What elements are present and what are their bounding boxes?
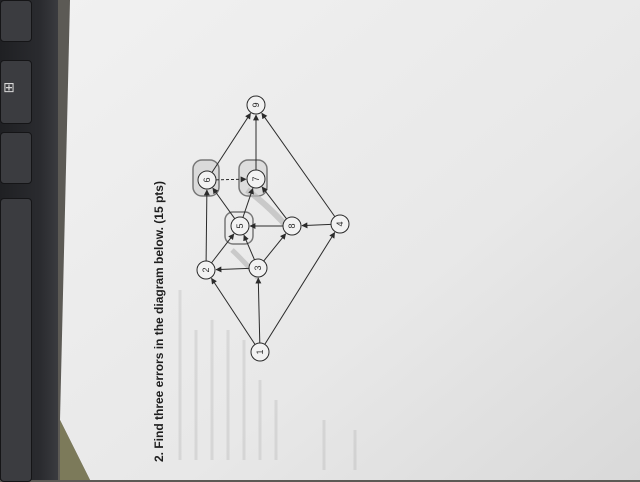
- node-6: 6: [197, 170, 217, 190]
- node-circle: [282, 216, 302, 236]
- node-8: 8: [282, 216, 302, 236]
- edge-6-9: [211, 112, 251, 173]
- node-4: 4: [330, 214, 350, 234]
- edge-6-7: [215, 176, 247, 183]
- edge-2-5: [211, 233, 235, 264]
- edge-1-3: [255, 277, 262, 344]
- question-title: 2. Find three errors in the diagram belo…: [152, 181, 166, 462]
- node-label: 7: [251, 176, 261, 181]
- edge-8-7: [261, 186, 287, 220]
- node-label: 3: [253, 265, 263, 270]
- edge-3-8: [263, 233, 287, 262]
- node-circle: [248, 258, 268, 278]
- node-2: 2: [196, 260, 216, 280]
- node-label: 5: [235, 223, 245, 228]
- node-3: 3: [248, 258, 268, 278]
- keyboard-key: [0, 198, 32, 482]
- paper-sheet: [60, 0, 640, 480]
- node-label: 9: [251, 102, 261, 107]
- node-5: 5: [230, 216, 250, 236]
- edge-3-5: [243, 234, 255, 260]
- graph-nodes: 1 2 3 4 5 6 7 8 9: [196, 95, 350, 362]
- windows-logo-icon: ⊞: [3, 80, 15, 96]
- keyboard-edge: ⊞: [0, 0, 58, 482]
- node-circle: [250, 342, 270, 362]
- node-1: 1: [250, 342, 270, 362]
- node-circle: [246, 95, 266, 115]
- edge-5-6: [212, 187, 236, 219]
- graph-edges: [203, 112, 336, 345]
- node-7: 7: [246, 169, 266, 189]
- node-label: 8: [287, 223, 297, 228]
- edge-5-7: [242, 187, 254, 218]
- node-circle: [197, 170, 217, 190]
- node-circle: [230, 216, 250, 236]
- node-label: 4: [335, 221, 345, 226]
- windows-key: [0, 60, 32, 124]
- node-circle: [330, 214, 350, 234]
- edge-4-8: [301, 222, 332, 229]
- node-circle: [246, 169, 266, 189]
- edge-3-2: [215, 266, 250, 273]
- node-circle: [196, 260, 216, 280]
- edge-4-9: [261, 112, 336, 217]
- node-label: 6: [202, 177, 212, 182]
- node-label: 1: [255, 349, 265, 354]
- faint-background-text: [178, 290, 357, 470]
- edge-1-2: [211, 277, 256, 345]
- desk-surface: [60, 420, 90, 480]
- keyboard-key: [0, 0, 32, 42]
- edge-2-6: [203, 189, 210, 262]
- node-label: 2: [201, 267, 211, 272]
- node-9: 9: [246, 95, 266, 115]
- edge-1-4: [264, 231, 336, 345]
- keyboard-key: [0, 132, 32, 184]
